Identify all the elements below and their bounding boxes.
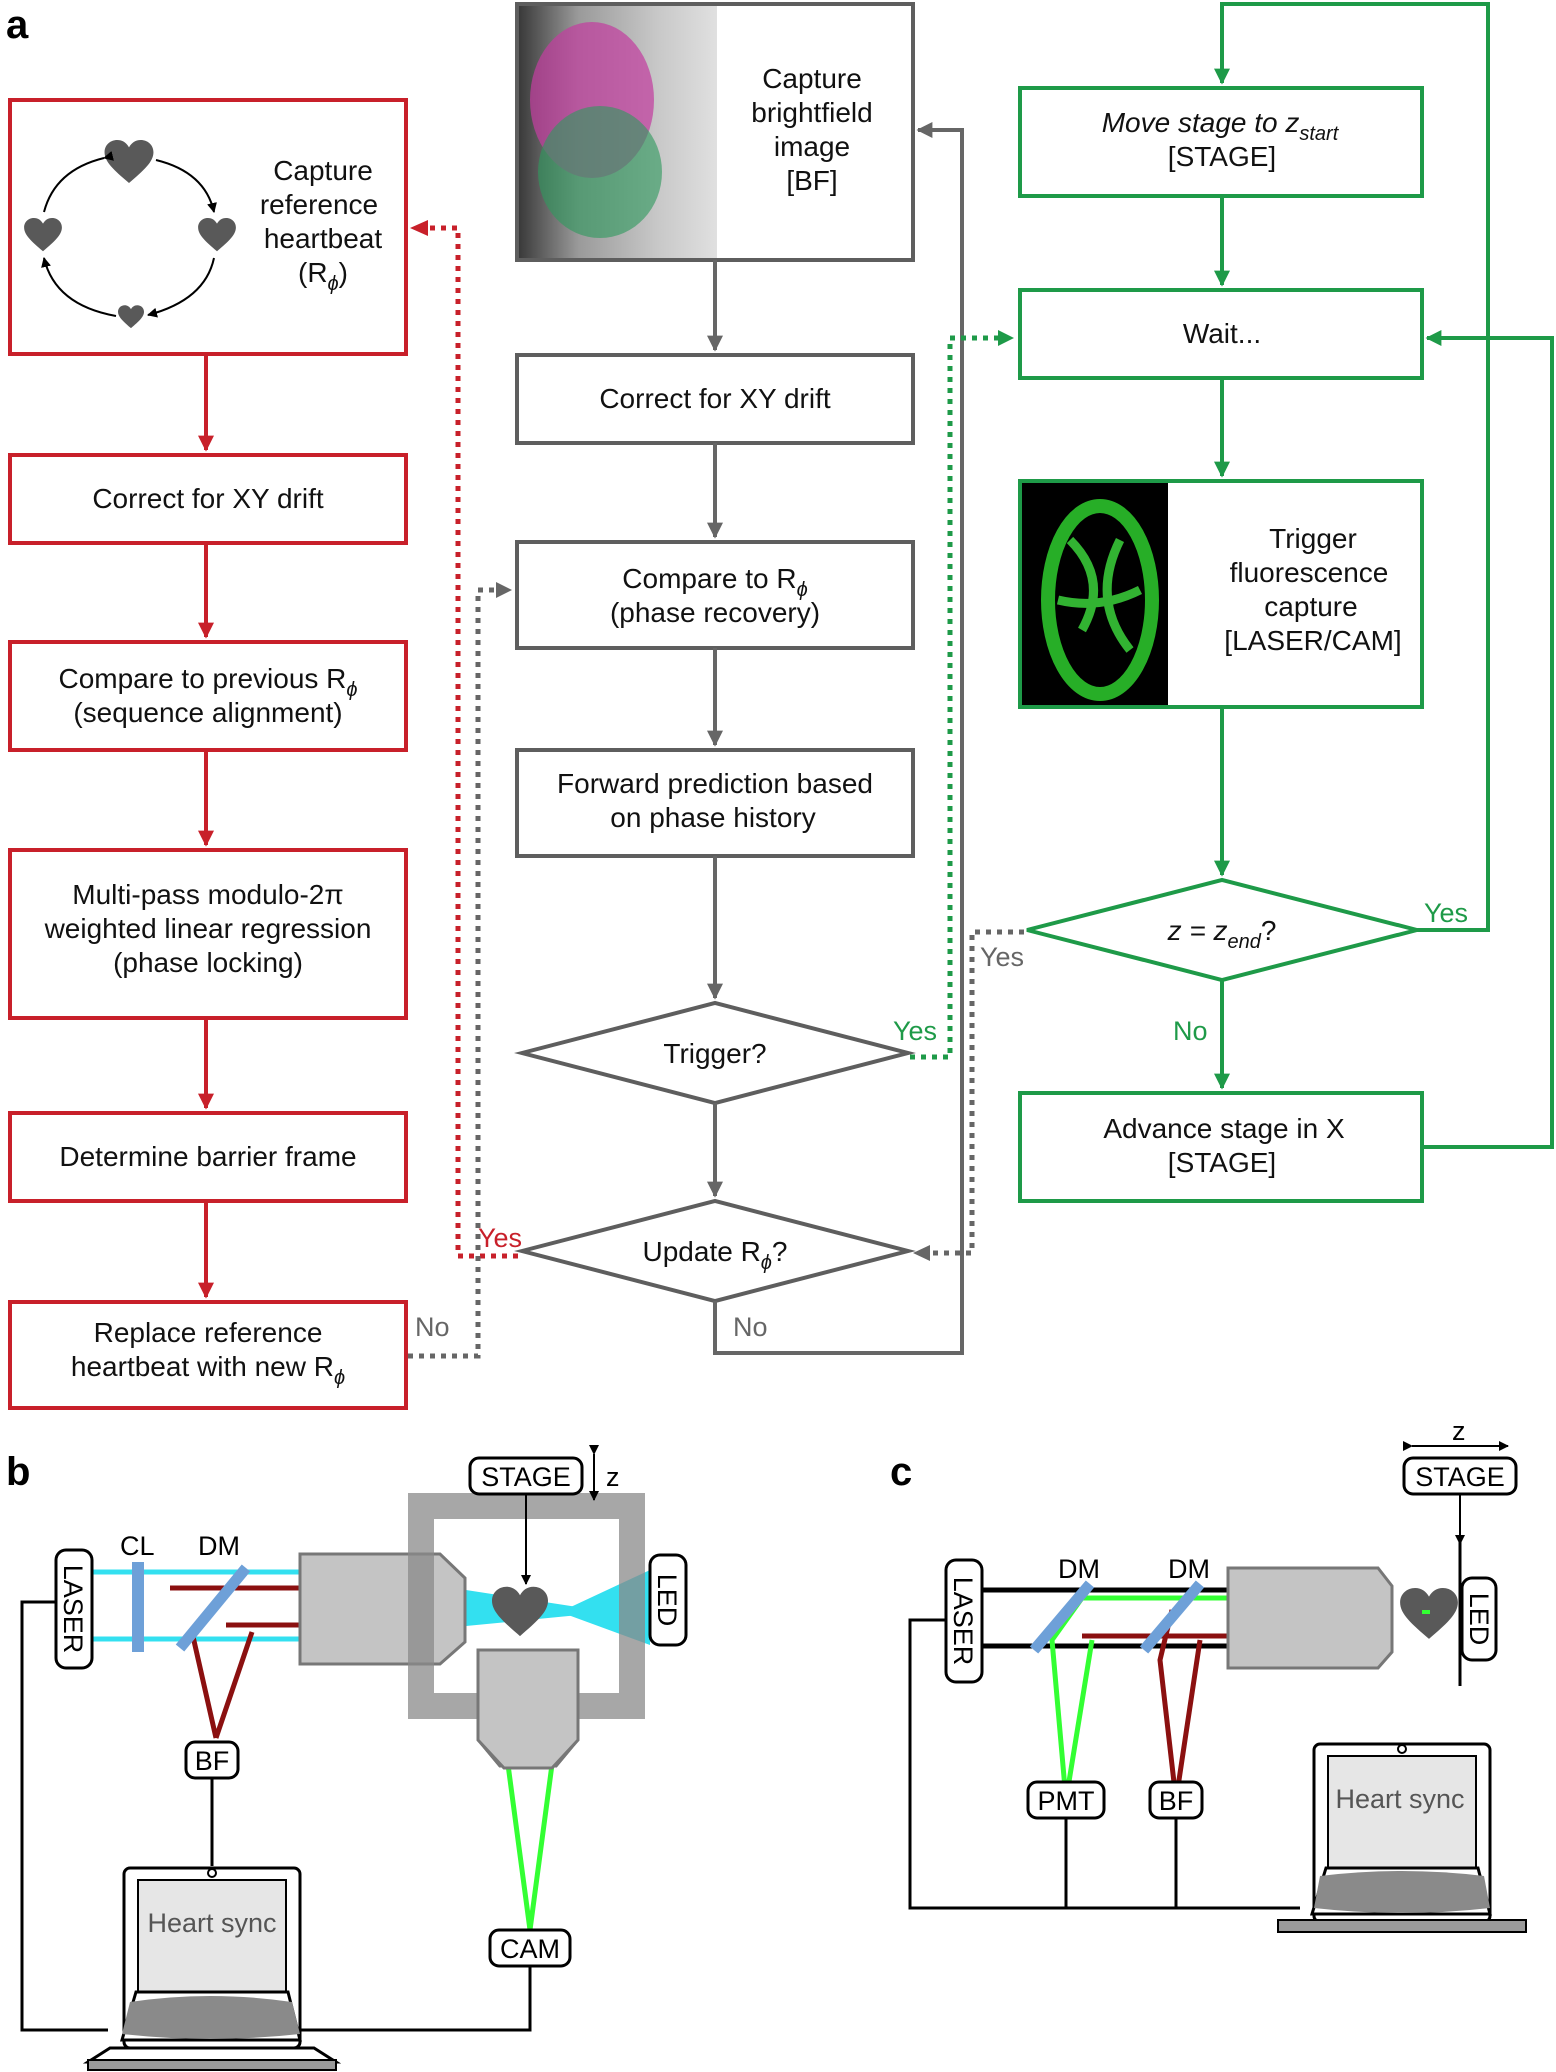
forward-line2: on phase history <box>610 802 815 833</box>
cam-label-b: CAM <box>500 1934 560 1964</box>
bf-label-c: BF <box>1159 1786 1194 1816</box>
setup-c: LASER DM DM STAGE z LED PMT BF Heart syn… <box>908 1416 1527 1933</box>
z-label-c: z <box>1452 1416 1466 1446</box>
yes-label-gray: Yes <box>980 942 1024 972</box>
capture-bf-line2: brightfield <box>751 97 872 128</box>
panel-label-a: a <box>6 3 29 47</box>
capture-bf-line1: Capture <box>762 63 862 94</box>
dichroic-c1 <box>1029 1580 1095 1654</box>
dm-label-c2: DM <box>1168 1554 1210 1584</box>
stage-label-c: STAGE <box>1415 1462 1505 1492</box>
advance-stage-box <box>1018 1091 1424 1203</box>
fluor-line2: fluorescence <box>1230 557 1389 588</box>
yes-label-trigger: Yes <box>893 1016 937 1046</box>
multipass-box <box>8 848 408 1020</box>
replace-line2: heartbeat with new Rϕ <box>71 1351 345 1389</box>
advance-line2: [STAGE] <box>1168 1147 1276 1178</box>
laser-b <box>54 1548 94 1670</box>
update-decision <box>514 1198 916 1304</box>
wait-text: Wait... <box>1183 318 1261 349</box>
dichroic-c2 <box>1139 1580 1205 1654</box>
capture-ref-line2: reference <box>260 189 378 220</box>
replace-line1: Replace reference <box>94 1317 323 1348</box>
dotted-connectors: Yes Yes Yes No <box>408 220 1024 1359</box>
barrier-frame-box <box>8 1111 408 1203</box>
replace-reference-box <box>8 1300 408 1410</box>
setup-b: LASER CL DM BF STAGE z LED CAM <box>20 1445 688 2071</box>
laser-label-b: LASER <box>58 1565 88 1654</box>
led-label-b: LED <box>652 1574 682 1627</box>
advance-line1: Advance stage in X <box>1103 1113 1345 1144</box>
stage-label-b: STAGE <box>481 1462 571 1492</box>
capture-bf-line3: image <box>774 131 850 162</box>
gray-correct-xy-box <box>515 353 915 445</box>
gray-flow: Capture brightfield image [BF] Correct f… <box>514 2 964 1355</box>
compare-previous-box <box>8 640 408 752</box>
panel-label-b: b <box>6 1450 30 1494</box>
heart-icon <box>492 1586 548 1637</box>
compare-phase-line1: Compare to Rϕ <box>622 563 807 601</box>
forward-line1: Forward prediction based <box>557 768 873 799</box>
led-b <box>648 1553 688 1647</box>
compare-previous-line2: (sequence alignment) <box>73 697 342 728</box>
bf-label-b: BF <box>195 1746 230 1776</box>
led-c <box>1460 1576 1498 1662</box>
laptop-label-c: Heart sync <box>1335 1784 1464 1814</box>
laser-label-c: LASER <box>948 1577 978 1666</box>
objective-illumination <box>298 1552 467 1666</box>
z-end-text: z = zend? <box>1167 915 1277 953</box>
compare-phase-line2: (phase recovery) <box>610 597 820 628</box>
multipass-line2: weighted linear regression <box>44 913 372 944</box>
move-stage-line1: Move stage to zstart <box>1102 107 1340 145</box>
barrier-frame-text: Determine barrier frame <box>59 1141 356 1172</box>
capture-ref-line3: heartbeat <box>264 223 383 254</box>
z-label-b: z <box>606 1462 620 1492</box>
dm-label-b: DM <box>198 1531 240 1561</box>
fluor-line1: Trigger <box>1269 523 1357 554</box>
no-label-green: No <box>1173 1016 1208 1046</box>
multipass-line3: (phase locking) <box>113 947 303 978</box>
red-correct-xy-text: Correct for XY drift <box>92 483 324 514</box>
capture-ref-line1: Capture <box>273 155 373 186</box>
fluorescence-heart-outline <box>1041 499 1159 701</box>
led-label-c: LED <box>1464 1593 1494 1646</box>
cl-label: CL <box>120 1531 155 1561</box>
no-label-left: No <box>415 1312 450 1342</box>
panel-label-c: c <box>890 1450 912 1494</box>
red-correct-xy-box <box>8 453 408 545</box>
pmt-label: PMT <box>1038 1786 1095 1816</box>
trigger-text: Trigger? <box>663 1038 766 1069</box>
yes-label-zend: Yes <box>1424 898 1468 928</box>
multipass-line1: Multi-pass modulo-2π <box>72 879 343 910</box>
dm-label-c1: DM <box>1058 1554 1100 1584</box>
objective-c <box>1226 1566 1394 1670</box>
red-flow: Capture reference heartbeat (Rϕ) Correct… <box>8 98 408 1410</box>
compare-previous-line1: Compare to previous Rϕ <box>58 663 357 701</box>
fluor-line3: capture <box>1264 591 1357 622</box>
yes-label-red: Yes <box>478 1223 522 1253</box>
cylindrical-lens <box>132 1562 144 1652</box>
update-text: Update Rϕ? <box>643 1236 788 1274</box>
capture-ref-line4: (Rϕ) <box>298 257 348 295</box>
segment-green <box>538 106 662 238</box>
laptop-label-b: Heart sync <box>147 1908 276 1938</box>
forward-prediction-box <box>515 748 915 858</box>
move-stage-line2: [STAGE] <box>1168 141 1276 172</box>
trigger-decision <box>514 1000 916 1106</box>
dichroic-b <box>175 1564 251 1652</box>
compare-phase-box <box>515 540 915 650</box>
green-flow: Move stage to zstart [STAGE] Wait... Tri… <box>1018 2 1554 1203</box>
capture-bf-line4: [BF] <box>786 165 837 196</box>
no-label-bottom: No <box>733 1312 768 1342</box>
move-stage-box <box>1018 86 1424 198</box>
fluor-line4: [LASER/CAM] <box>1224 625 1401 656</box>
gray-correct-xy-text: Correct for XY drift <box>599 383 831 414</box>
